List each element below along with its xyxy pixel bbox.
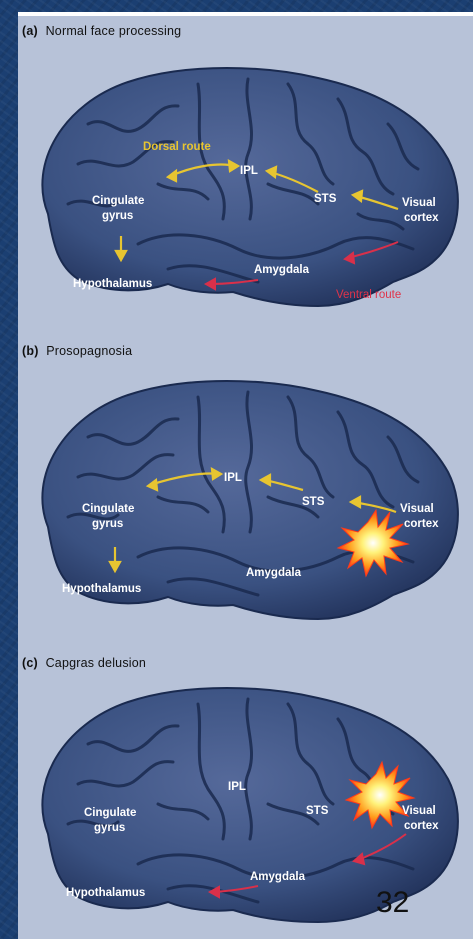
- hypothalamus-label: Hypothalamus: [66, 887, 145, 899]
- panel-a-title: Normal face processing: [46, 24, 182, 38]
- panel-a-heading: (a) Normal face processing: [22, 24, 181, 38]
- panel-c-title: Capgras delusion: [46, 656, 146, 670]
- dorsal-route-label: Dorsal route: [143, 141, 211, 153]
- gyrus-label: gyrus: [94, 822, 125, 834]
- panel-b-letter: (b): [22, 344, 39, 358]
- visual-label: Visual: [402, 805, 436, 817]
- panel-c-heading: (c) Capgras delusion: [22, 656, 146, 670]
- hypothalamus-label: Hypothalamus: [62, 583, 141, 595]
- panel-b-brain: IPL STS Visual cortex Cingulate gyrus Hy…: [18, 362, 473, 647]
- cortex-label: cortex: [404, 212, 439, 224]
- panel-b-title: Prosopagnosia: [46, 344, 132, 358]
- panel-a-letter: (a): [22, 24, 38, 38]
- cingulate-label: Cingulate: [92, 195, 144, 207]
- ipl-label: IPL: [240, 165, 258, 177]
- sts-label: STS: [302, 496, 325, 508]
- gyrus-label: gyrus: [102, 210, 133, 222]
- ventral-route-label: Ventral route: [336, 289, 401, 301]
- page-number: 32: [376, 886, 409, 920]
- amygdala-label: Amygdala: [246, 567, 302, 579]
- panel-b-heading: (b) Prosopagnosia: [22, 344, 132, 358]
- gyrus-label: gyrus: [92, 518, 123, 530]
- panel-a-brain: Dorsal route IPL STS Visual cortex Cingu…: [18, 44, 473, 339]
- ipl-label: IPL: [228, 781, 246, 793]
- visual-label: Visual: [402, 197, 436, 209]
- amygdala-label: Amygdala: [254, 264, 310, 276]
- cingulate-label: Cingulate: [82, 503, 134, 515]
- cingulate-label: Cingulate: [84, 807, 136, 819]
- hypothalamus-label: Hypothalamus: [73, 278, 152, 290]
- sts-label: STS: [306, 805, 329, 817]
- cortex-label: cortex: [404, 820, 439, 832]
- visual-label: Visual: [400, 503, 434, 515]
- panel-a-diagram: Dorsal route IPL STS Visual cortex Cingu…: [18, 44, 473, 334]
- sts-label: STS: [314, 193, 337, 205]
- panel-b-diagram: IPL STS Visual cortex Cingulate gyrus Hy…: [18, 362, 473, 642]
- cortex-label: cortex: [404, 518, 439, 530]
- amygdala-label: Amygdala: [250, 871, 306, 883]
- figure-panel: (a) Normal face processing: [18, 16, 473, 939]
- panel-c-letter: (c): [22, 656, 38, 670]
- ipl-label: IPL: [224, 472, 242, 484]
